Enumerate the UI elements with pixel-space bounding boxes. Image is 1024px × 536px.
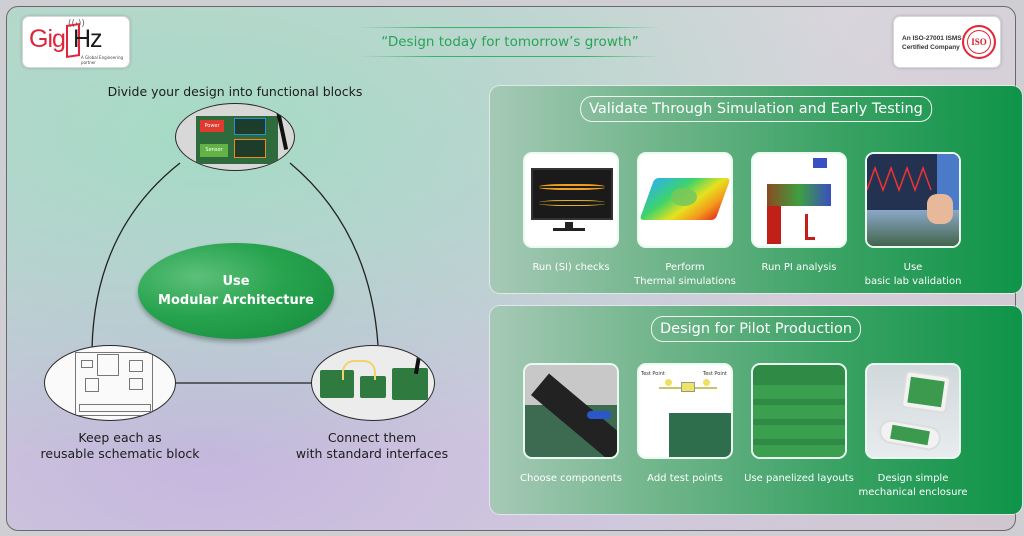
card-si-checks [523, 152, 619, 248]
center-line-2: Modular Architecture [158, 293, 314, 308]
wifi-icon: ((·)) [68, 19, 85, 29]
panel-title-validate: Validate Through Simulation and Early Te… [580, 96, 932, 122]
node-label-reusable: Keep each as reusable schematic block [20, 430, 220, 462]
pcb-functional-blocks-image: Power Sensor [175, 103, 295, 171]
connector-top-left [91, 162, 181, 349]
label-choose-components: Choose components [506, 472, 636, 486]
iso-seal-text: ISO [971, 37, 987, 47]
test-point-annotation-left: Test Point [641, 371, 665, 377]
quote-banner: “Design today for tomorrow’s growth” [360, 27, 660, 57]
label-thermal: Perform Thermal simulations [620, 261, 750, 289]
power-block-tag: Power [200, 120, 224, 132]
card-thermal [637, 152, 733, 248]
label-line: Connect them [327, 430, 417, 445]
connected-boards-image [311, 345, 435, 421]
label-si-checks: Run (SI) checks [506, 261, 636, 275]
label-line: Design simple [877, 473, 949, 484]
sensor-block-tag: Sensor [200, 144, 228, 157]
module-block-blue [234, 118, 266, 135]
test-point-annotation-right: Test Point [703, 371, 727, 377]
node-label-connect: Connect them with standard interfaces [272, 430, 472, 462]
card-test-points: Test Point Test Point [637, 363, 733, 459]
center-line-1: Use [222, 274, 250, 289]
label-line: Use [903, 262, 923, 273]
card-choose-components [523, 363, 619, 459]
iso-certification-badge: An ISO-27001 ISMS Certified Company ISO [893, 16, 1001, 68]
label-line: Thermal simulations [634, 276, 736, 287]
center-modular-architecture: Use Modular Architecture [138, 243, 334, 339]
label-line: with standard interfaces [295, 446, 449, 461]
label-line: Divide your design into functional block… [107, 84, 363, 99]
label-lab-validation: Use basic lab validation [848, 261, 978, 289]
label-line: Keep each as [78, 430, 162, 445]
node-label-divide: Divide your design into functional block… [70, 84, 400, 100]
card-pi-analysis [751, 152, 847, 248]
gighz-logo: ((·)) Gig Hz A Global Engineering partne… [22, 16, 130, 68]
label-line: basic lab validation [864, 276, 962, 287]
label-line: Use panelized layouts [744, 473, 854, 484]
iso-seal-icon: ISO [962, 25, 996, 59]
label-line: mechanical enclosure [858, 487, 968, 498]
panel-pilot-production: Design for Pilot Production Choose compo… [490, 306, 1022, 514]
label-line: Choose components [520, 473, 622, 484]
iso-line-1: An ISO-27001 ISMS [902, 35, 962, 42]
label-enclosure: Design simple mechanical enclosure [848, 472, 978, 500]
label-test-points: Add test points [620, 472, 750, 486]
panel-validate: Validate Through Simulation and Early Te… [490, 86, 1022, 293]
iso-text: An ISO-27001 ISMS Certified Company [902, 34, 962, 52]
label-line: Perform [665, 262, 705, 273]
logo-text-gig: Gig [29, 25, 66, 53]
module-block-orange [234, 139, 266, 158]
label-line: Run PI analysis [761, 262, 837, 273]
quote-text: “Design today for tomorrow’s growth” [381, 34, 639, 50]
monitor-icon [531, 168, 613, 220]
connector-top-right [289, 162, 379, 346]
label-line: reusable schematic block [40, 446, 200, 461]
card-enclosure [865, 363, 961, 459]
panel-title-pilot: Design for Pilot Production [650, 316, 862, 342]
logo-tagline: A Global Engineering partner [81, 55, 124, 65]
label-pi-analysis: Run PI analysis [734, 261, 864, 275]
label-line: Run (SI) checks [532, 262, 610, 273]
logo-text-hz: Hz [73, 25, 103, 53]
card-lab-validation [865, 152, 961, 248]
label-line: Add test points [647, 473, 723, 484]
iso-line-2: Certified Company [902, 44, 960, 51]
schematic-block-image [44, 345, 176, 421]
label-panelized-layouts: Use panelized layouts [734, 472, 864, 486]
card-panelized-layouts [751, 363, 847, 459]
